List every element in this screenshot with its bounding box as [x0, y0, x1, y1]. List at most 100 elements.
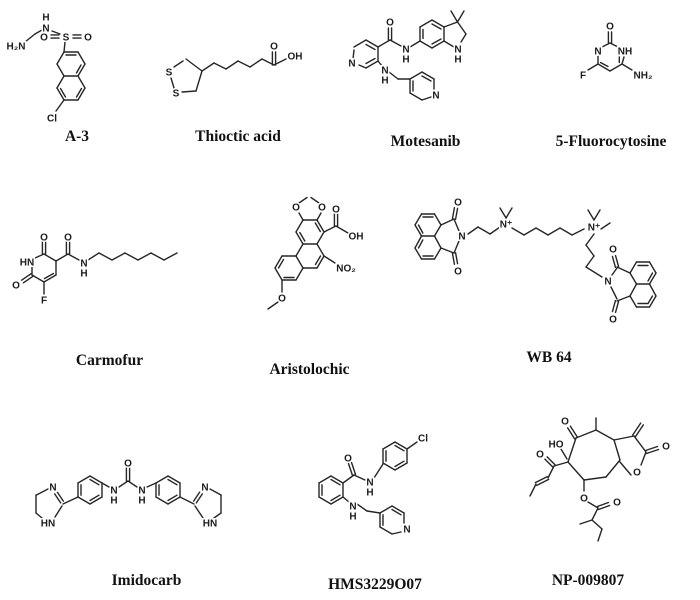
svg-text:O: O	[40, 233, 48, 244]
svg-text:H: H	[381, 76, 388, 87]
svg-text:O: O	[292, 203, 300, 214]
svg-text:O: O	[12, 281, 20, 292]
svg-text:N: N	[402, 45, 409, 56]
compound-label: Thioctic acid	[195, 128, 281, 145]
svg-text:O: O	[124, 459, 132, 470]
svg-text:S: S	[63, 33, 70, 44]
svg-text:NO₂: NO₂	[336, 264, 355, 275]
svg-text:H: H	[366, 488, 373, 499]
svg-text:HN: HN	[41, 519, 55, 530]
svg-text:S: S	[166, 68, 173, 79]
svg-text:N: N	[201, 483, 208, 494]
svg-text:HN: HN	[203, 519, 217, 530]
svg-text:S: S	[173, 89, 180, 100]
svg-text:N: N	[454, 45, 461, 56]
svg-text:N: N	[348, 59, 355, 70]
svg-text:F: F	[580, 71, 586, 82]
svg-text:O: O	[386, 18, 394, 29]
compound-label: HMS3229O07	[328, 576, 422, 593]
svg-text:O: O	[633, 468, 641, 479]
svg-text:N⁺: N⁺	[500, 220, 513, 231]
svg-text:N: N	[349, 502, 356, 513]
compound-label: A-3	[64, 128, 90, 145]
svg-text:O: O	[270, 42, 278, 53]
svg-text:N: N	[594, 47, 601, 58]
svg-text:O: O	[454, 198, 462, 209]
svg-text:N: N	[49, 483, 56, 494]
svg-text:O: O	[64, 233, 72, 244]
compound-label: WB 64	[526, 349, 572, 366]
svg-text:N: N	[458, 232, 465, 243]
svg-text:NH₂: NH₂	[634, 71, 653, 82]
svg-text:O: O	[580, 494, 588, 505]
svg-text:H: H	[42, 13, 49, 24]
svg-text:OH: OH	[288, 52, 303, 63]
svg-text:O: O	[40, 33, 48, 44]
svg-text:N: N	[138, 486, 145, 497]
svg-text:F: F	[41, 296, 47, 307]
svg-text:N: N	[110, 486, 117, 497]
svg-text:N: N	[403, 525, 410, 536]
svg-text:Cl: Cl	[418, 434, 428, 445]
svg-text:O: O	[84, 33, 92, 44]
svg-text:N⁺: N⁺	[588, 223, 601, 234]
compound-label: Imidocarb	[111, 572, 182, 589]
svg-text:Cl: Cl	[47, 114, 57, 123]
svg-text:H: H	[110, 496, 117, 507]
svg-text:N: N	[366, 478, 373, 489]
thioctic-acid-drawing: SS O OH	[164, 40, 304, 101]
svg-text:O: O	[344, 454, 352, 465]
svg-text:N: N	[432, 91, 439, 102]
compound-label: NP-009807	[551, 572, 625, 589]
svg-text:H: H	[454, 55, 461, 66]
compound-label: Aristolochic	[269, 361, 350, 378]
svg-text:H: H	[138, 496, 145, 507]
svg-text:N: N	[42, 24, 49, 35]
compound-label: 5-Fluorocytosine	[555, 133, 667, 150]
svg-text:H: H	[402, 55, 409, 66]
svg-text:O: O	[613, 498, 621, 509]
svg-text:O: O	[606, 22, 614, 33]
svg-text:O: O	[278, 294, 286, 305]
svg-text:H: H	[80, 269, 87, 280]
svg-text:O: O	[609, 315, 617, 326]
svg-text:OH: OH	[349, 232, 364, 243]
svg-text:O: O	[662, 442, 670, 453]
compound-label: Motesanib	[390, 133, 461, 150]
svg-text:O: O	[536, 450, 544, 461]
svg-text:N: N	[604, 277, 611, 288]
svg-text:N: N	[80, 259, 87, 270]
svg-text:H₂N: H₂N	[7, 42, 26, 53]
svg-text:O: O	[454, 267, 462, 278]
svg-text:HO: HO	[549, 440, 564, 451]
